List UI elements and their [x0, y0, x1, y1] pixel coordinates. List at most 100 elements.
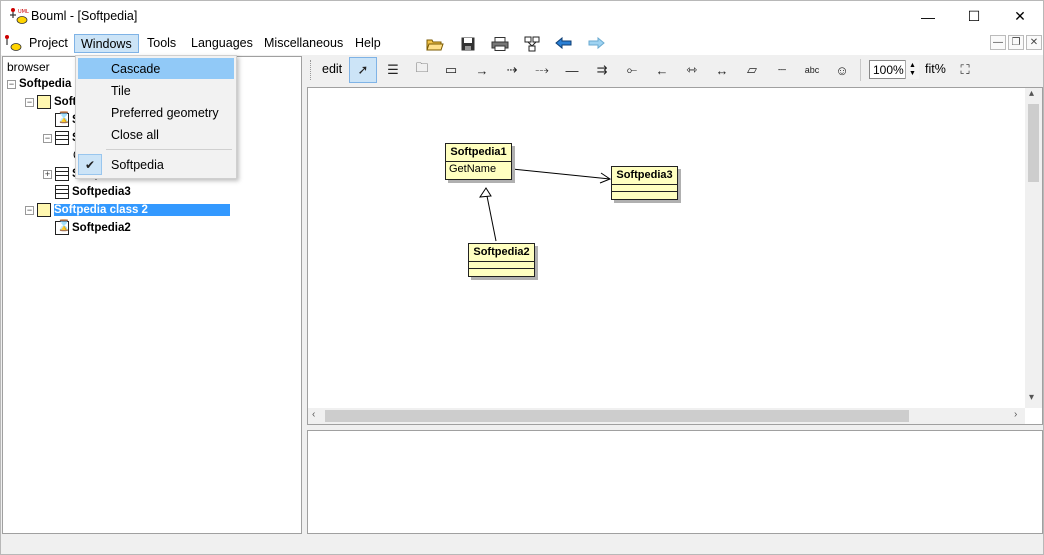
class-icon: [55, 131, 69, 145]
tree-item[interactable]: Softpedia2: [7, 219, 299, 237]
comment-panel[interactable]: [307, 430, 1043, 534]
generalization-arrowhead: [479, 187, 492, 198]
dotted-arrow-icon: ⤏: [535, 62, 549, 77]
reverse-arrow-tool-button[interactable]: ←: [648, 57, 676, 83]
menu-miscellaneous[interactable]: Miscellaneous: [264, 36, 344, 50]
line-tool-button[interactable]: —: [558, 57, 586, 83]
tree-item[interactable]: −Softpedia: [7, 75, 299, 93]
generalization-line[interactable]: [486, 195, 497, 242]
class-tool-button[interactable]: ☰: [379, 57, 407, 83]
maximize-button[interactable]: ☐: [951, 1, 997, 32]
dependency-tool-button[interactable]: ⇢: [498, 57, 526, 83]
class-diagram-icon: [55, 111, 71, 127]
image-tool-button[interactable]: ☺: [828, 57, 856, 83]
mdi-close-button[interactable]: ✕: [1026, 35, 1042, 50]
horizontal-scroll-thumb[interactable]: [325, 410, 909, 422]
fragment-tool-button[interactable]: ▭: [437, 57, 465, 83]
arrow-right-icon: →: [475, 62, 489, 78]
bouml-app-icon: UML: [9, 7, 29, 25]
menu-windows[interactable]: Windows: [74, 34, 139, 53]
package-icon: [37, 203, 51, 217]
aggregation-tool-button[interactable]: ⟜: [618, 57, 646, 83]
vertical-scrollbar[interactable]: ▴ ▾: [1025, 88, 1042, 408]
generalization-tool-button[interactable]: ⇉: [588, 57, 616, 83]
open-folder-icon[interactable]: [424, 34, 446, 53]
minimize-button[interactable]: —: [905, 1, 951, 32]
collapse-icon[interactable]: −: [25, 204, 34, 215]
horizontal-scrollbar[interactable]: ‹ ›: [308, 408, 1025, 424]
anchor-tool-button[interactable]: ┈: [768, 57, 796, 83]
scroll-right-icon[interactable]: ›: [1014, 409, 1018, 420]
bidir-tool-button[interactable]: ⇿: [678, 57, 706, 83]
arrow-left-icon: ←: [655, 62, 669, 78]
class-icon: [55, 185, 69, 199]
class-box-softpedia3[interactable]: Softpedia3: [611, 166, 678, 200]
undo-icon[interactable]: [553, 34, 575, 53]
class-box-softpedia1[interactable]: Softpedia1 GetName: [445, 143, 512, 180]
association-tool-button[interactable]: →: [468, 57, 496, 83]
diamond-line-icon: ⟜: [626, 62, 638, 77]
optimal-size-button[interactable]: ⛶: [951, 57, 979, 83]
tree-item-label: Softpedia3: [72, 186, 131, 198]
menu-item-window-softpedia[interactable]: Softpedia: [111, 157, 164, 172]
menu-help[interactable]: Help: [355, 36, 381, 50]
menu-item-tile[interactable]: Tile: [111, 83, 131, 98]
tree-item-label: Softpedia2: [72, 222, 131, 234]
toolbar-grip: [310, 60, 312, 80]
scroll-left-icon[interactable]: ‹: [312, 409, 316, 420]
diagram-toolbar: edit ➚ ☰ 🗀 ▭ → ⇢ ⤏ — ⇉ ⟜ ← ⇿ ↔ ▱ ┈ abc ☺…: [305, 56, 1043, 84]
fit-zoom-button[interactable]: fit%: [925, 62, 946, 76]
collapse-icon[interactable]: −: [7, 78, 16, 89]
class-name: Softpedia2: [469, 244, 534, 262]
realization-tool-button[interactable]: ⤏: [528, 57, 556, 83]
menu-item-cascade[interactable]: Cascade: [78, 58, 234, 79]
title-bar: UML Bouml - [Softpedia] — ☐ ✕: [1, 1, 1043, 32]
mdi-restore-button[interactable]: ❐: [1008, 35, 1024, 50]
note-tool-button[interactable]: ▱: [738, 57, 766, 83]
menu-tools[interactable]: Tools: [147, 36, 177, 50]
tree-item-label: Softpedia: [19, 78, 72, 90]
edit-label: edit: [322, 62, 343, 76]
select-tool-button[interactable]: ➚: [349, 57, 377, 83]
scroll-down-icon[interactable]: ▾: [1029, 392, 1035, 403]
class-name: Softpedia3: [612, 167, 677, 185]
fit-window-icon: ⛶: [960, 62, 970, 77]
menu-project[interactable]: Project: [29, 36, 68, 50]
package-icon: 🗀: [415, 60, 429, 75]
menu-item-preferred-geometry[interactable]: Preferred geometry: [111, 105, 219, 120]
text-tool-button[interactable]: abc: [798, 57, 826, 83]
class-attributes-section: [469, 262, 534, 269]
diagram-icon[interactable]: [521, 34, 543, 53]
tree-item-label: Softpedia class 2: [54, 204, 230, 216]
class-operations-section: [469, 269, 534, 276]
association-arrowhead: [599, 172, 612, 184]
save-icon[interactable]: [457, 34, 479, 53]
checkmark-icon: ✔: [78, 154, 102, 175]
svg-text:UML: UML: [18, 9, 29, 15]
diagram-canvas[interactable]: Softpedia1 GetName Softpedia3 Softpedia2: [307, 87, 1043, 425]
association-line[interactable]: [511, 168, 611, 180]
close-button[interactable]: ✕: [997, 1, 1043, 32]
bidir2-tool-button[interactable]: ↔: [708, 57, 736, 83]
class-operations-section: [612, 192, 677, 199]
scroll-up-icon[interactable]: ▴: [1029, 88, 1035, 99]
menu-item-close-all[interactable]: Close all: [111, 127, 159, 142]
dashed-arrow-icon: ⇢: [506, 62, 518, 77]
vertical-scroll-thumb[interactable]: [1028, 104, 1039, 182]
zoom-stepper[interactable]: ▲▼: [905, 60, 919, 79]
collapse-icon[interactable]: −: [43, 132, 52, 143]
expand-icon[interactable]: +: [43, 168, 52, 179]
tree-item[interactable]: − Softpedia class 2: [7, 201, 299, 219]
mdi-minimize-button[interactable]: —: [990, 35, 1006, 50]
mdi-child-icon[interactable]: [3, 33, 23, 53]
tree-item[interactable]: Softpedia3: [7, 183, 299, 201]
collapse-icon[interactable]: −: [25, 96, 34, 107]
double-arrow-icon: ⇉: [596, 62, 608, 77]
print-icon[interactable]: [489, 34, 511, 53]
spin-down-icon: ▼: [909, 69, 916, 77]
package-tool-button[interactable]: 🗀: [408, 57, 436, 83]
window-title: Bouml - [Softpedia]: [31, 9, 138, 23]
class-box-softpedia2[interactable]: Softpedia2: [468, 243, 535, 277]
menu-languages[interactable]: Languages: [191, 36, 253, 50]
maximize-icon: ☐: [967, 8, 981, 24]
